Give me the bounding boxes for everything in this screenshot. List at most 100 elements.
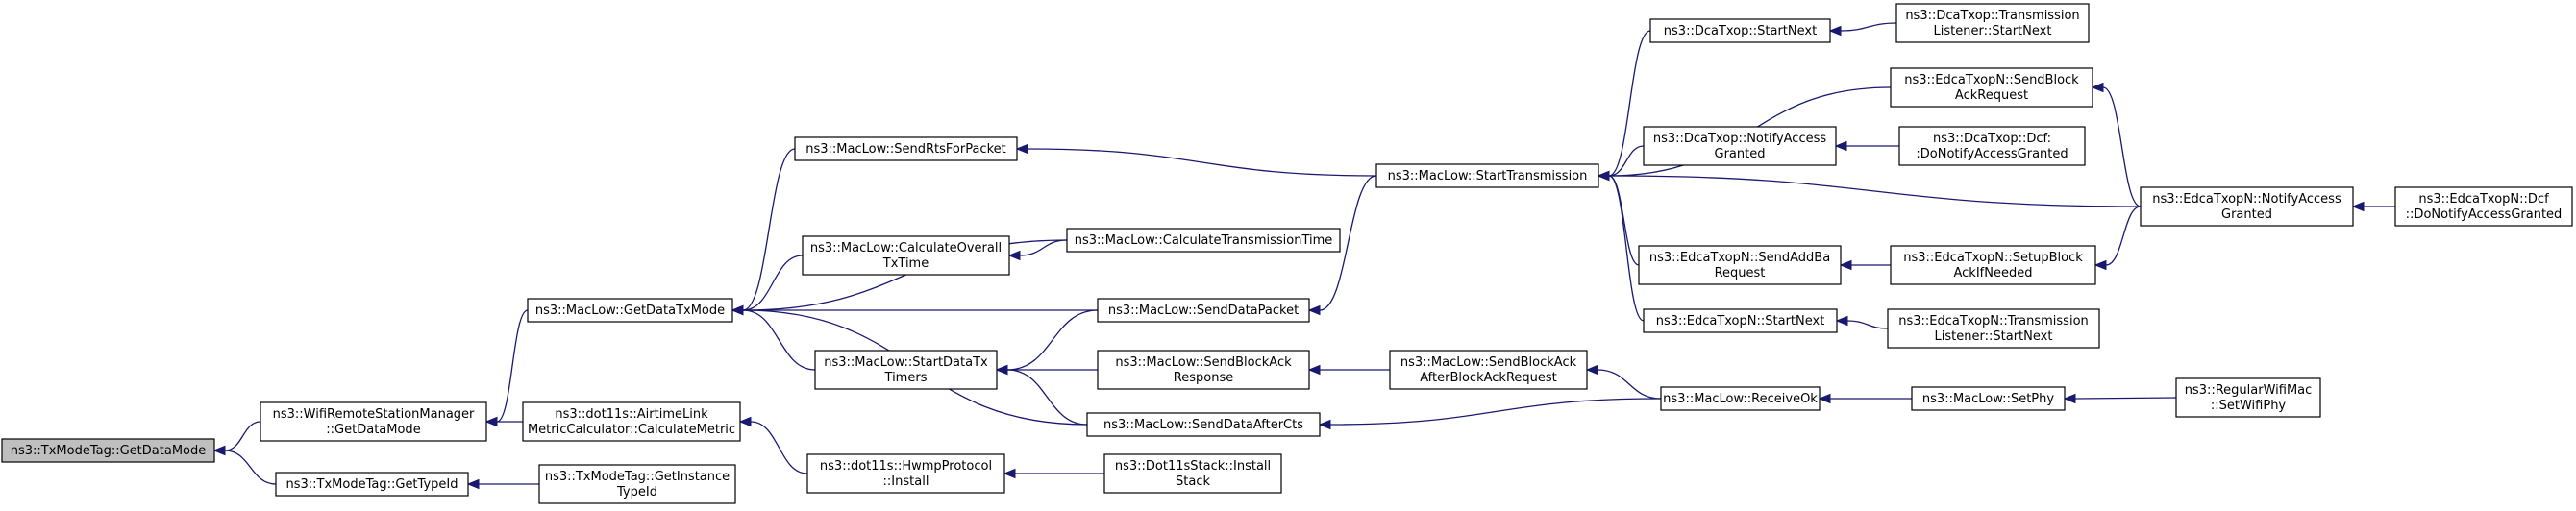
node-label-line: ns3::MacLow::SendRtsForPacket xyxy=(805,142,1006,157)
node-label-line: ns3::EdcaTxopN::Transmission xyxy=(1898,314,2089,328)
node-ns3-dcatxop-startnext[interactable]: ns3::DcaTxop::StartNext xyxy=(1649,18,1831,43)
node-label-line: ns3::TxModeTag::GetTypeId xyxy=(286,477,458,492)
node-box xyxy=(2175,377,2321,418)
edge-n2-to-n0 xyxy=(212,445,277,485)
node-ns3-edcatxopn-transmissionlistener-startnext[interactable]: ns3::EdcaTxopN::TransmissionListener::St… xyxy=(1887,308,2100,349)
node-box xyxy=(1,438,215,463)
node-label-line: ns3::MacLow::SetPhy xyxy=(1922,392,2054,406)
arrowhead xyxy=(484,416,498,427)
node-label-line: ::DoNotifyAccessGranted xyxy=(2406,207,2563,222)
node-label-line: MetricCalculator::CalculateMetric xyxy=(528,423,735,437)
arrowhead xyxy=(1834,140,1847,152)
node-ns3-maclow-calculatetransmissiontime[interactable]: ns3::MacLow::CalculateTransmissionTime xyxy=(1066,228,1341,253)
node-ns3-txmodetag-gettypeid[interactable]: ns3::TxModeTag::GetTypeId xyxy=(275,472,469,497)
edge-n9-to-n4 xyxy=(738,416,808,474)
edge-n28-to-n25 xyxy=(2093,206,2142,271)
node-label-line: AfterBlockAckRequest xyxy=(1420,371,1557,385)
node-ns3-dcatxop-transmissionlistener-startnext[interactable]: ns3::DcaTxop::TransmissionListener::Star… xyxy=(1895,3,2090,43)
edge-n5-to-n2 xyxy=(466,478,539,490)
edge-n4-to-n1 xyxy=(484,416,523,427)
node-label-line: ns3::dot11s::AirtimeLink xyxy=(555,407,708,422)
edge-line xyxy=(750,421,808,474)
node-box xyxy=(1097,298,1310,323)
node-ns3-dot11s-airtimelinkmetriccalculator-calculatemetric[interactable]: ns3::dot11s::AirtimeLinkMetricCalculator… xyxy=(522,402,741,442)
node-ns3-maclow-receiveok[interactable]: ns3::MacLow::ReceiveOk xyxy=(1660,386,1821,411)
node-label-line: TxTime xyxy=(882,256,929,271)
node-ns3-maclow-sendblockackafterblockackrequest[interactable]: ns3::MacLow::SendBlockAckAfterBlockAckRe… xyxy=(1389,350,1588,390)
node-label-line: Granted xyxy=(1715,147,1766,161)
node-label-line: TypeId xyxy=(616,485,657,499)
node-label-line: ns3::dot11s::HwmpProtocol xyxy=(820,459,992,474)
node-box xyxy=(794,136,1018,161)
node-ns3-wifiremotestationmanager-getdatamode[interactable]: ns3::WifiRemoteStationManager::GetDataMo… xyxy=(260,402,487,442)
arrowhead xyxy=(1318,419,1331,430)
node-box xyxy=(2140,186,2354,227)
arrowhead xyxy=(1003,468,1016,479)
node-box xyxy=(1895,3,2090,43)
node-label-line: Stack xyxy=(1176,474,1210,489)
node-label-line: ns3::MacLow::SendDataPacket xyxy=(1108,304,1299,318)
edge-n22-to-n17 xyxy=(1828,22,1897,36)
node-ns3-maclow-setphy[interactable]: ns3::MacLow::SetPhy xyxy=(1911,386,2066,411)
node-label-line: Request xyxy=(1715,266,1766,280)
edge-n21-to-n13 xyxy=(1318,398,1662,430)
node-ns3-edcatxopn-dcf-donotifyaccessgranted[interactable]: ns3::EdcaTxopN::Dcf::DoNotifyAccessGrant… xyxy=(2394,186,2573,227)
node-label-line: ns3::EdcaTxopN::SendBlock xyxy=(1904,73,2079,87)
node-ns3-txmodetag-getdatamode[interactable]: ns3::TxModeTag::GetDataMode xyxy=(1,438,215,463)
edge-line xyxy=(1027,148,1377,177)
node-box xyxy=(1638,245,1842,285)
edge-line xyxy=(1019,239,1068,256)
node-ns3-maclow-senddataaftercts[interactable]: ns3::MacLow::SendDataAfterCts xyxy=(1086,412,1321,437)
node-box xyxy=(275,472,469,497)
arrowhead xyxy=(1307,364,1321,376)
arrowhead xyxy=(995,364,1008,376)
edge-line xyxy=(1006,369,1088,426)
node-ns3-maclow-getdatatxmode[interactable]: ns3::MacLow::GetDataTxMode xyxy=(527,298,733,323)
node-label-line: ns3::TxModeTag::GetDataMode xyxy=(11,444,207,458)
node-ns3-maclow-starttransmission[interactable]: ns3::MacLow::StartTransmission xyxy=(1375,163,1599,188)
node-box xyxy=(1643,308,1838,333)
node-label-line: ns3::MacLow::GetDataTxMode xyxy=(535,304,725,318)
node-label-line: ns3::EdcaTxopN::StartNext xyxy=(1656,314,1825,328)
node-ns3-edcatxopn-notifyaccessgranted[interactable]: ns3::EdcaTxopN::NotifyAccessGranted xyxy=(2140,186,2354,227)
node-ns3-maclow-senddatapacket[interactable]: ns3::MacLow::SendDataPacket xyxy=(1097,298,1310,323)
node-layer: ns3::TxModeTag::GetDataMode ns3::WifiRemo… xyxy=(1,3,2573,504)
edge-line xyxy=(1608,30,1651,177)
node-ns3-maclow-sendrtsforpacket[interactable]: ns3::MacLow::SendRtsForPacket xyxy=(794,136,1018,161)
node-label-line: ::GetDataMode xyxy=(326,423,420,437)
edge-n28-to-n23 xyxy=(2091,82,2142,207)
node-box xyxy=(1375,163,1599,188)
arrowhead xyxy=(1828,25,1842,36)
edge-line xyxy=(2102,86,2142,207)
node-ns3-dot11s-hwmpprotocol-install[interactable]: ns3::dot11s::HwmpProtocol::Install xyxy=(806,453,1005,494)
edge-line xyxy=(224,450,277,485)
node-label-line: ns3::Dot11sStack::Install xyxy=(1115,459,1271,474)
node-box xyxy=(1887,308,2100,349)
node-ns3-regularwifimac-setwifiphy[interactable]: ns3::RegularWifiMac::SetWifiPhy xyxy=(2175,377,2321,418)
node-label-line: ns3::MacLow::SendBlockAck xyxy=(1115,355,1292,370)
node-box xyxy=(1086,412,1321,437)
arrowhead xyxy=(2351,201,2365,212)
node-box xyxy=(1066,228,1341,253)
node-label-line: :DoNotifyAccessGranted xyxy=(1916,147,2068,161)
node-ns3-dcatxop-dcf-donotifyaccessgranted[interactable]: ns3::DcaTxop::Dcf::DoNotifyAccessGranted xyxy=(1898,126,2086,166)
edge-n6-to-n3 xyxy=(731,148,796,316)
edge-line xyxy=(2074,397,2177,400)
node-box xyxy=(806,453,1005,494)
edge-n24-to-n18 xyxy=(1834,140,1899,152)
node-box xyxy=(1890,245,2096,285)
edge-n30-to-n28 xyxy=(2351,201,2395,212)
node-box xyxy=(802,235,1010,276)
edge-n10-to-n7 xyxy=(1007,239,1068,261)
arrowhead xyxy=(738,416,752,427)
node-ns3-edcatxopn-startnext[interactable]: ns3::EdcaTxopN::StartNext xyxy=(1643,308,1838,333)
node-ns3-dcatxop-notifyaccessgranted[interactable]: ns3::DcaTxop::NotifyAccessGranted xyxy=(1643,126,1837,166)
